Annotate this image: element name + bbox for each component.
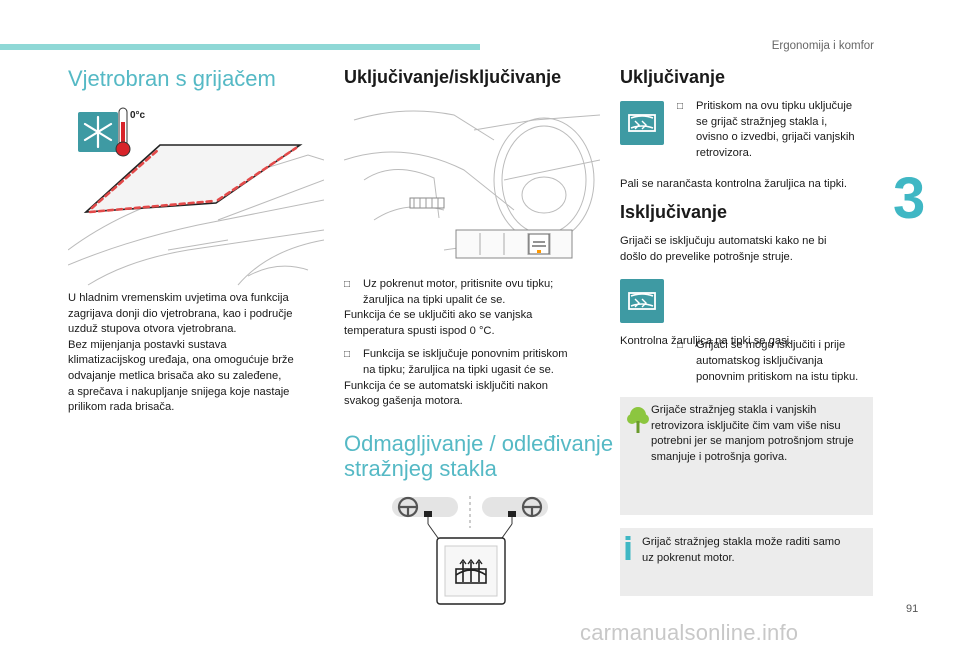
bullet-square-icon: □ (677, 101, 684, 112)
switch-off-text: Grijači se isključuju automatski kako ne… (620, 235, 827, 263)
eco-tree-icon (627, 407, 649, 433)
header-accent-bar (0, 44, 480, 50)
bullet-square-icon: □ (677, 340, 684, 352)
dashboard-illustration (344, 100, 600, 270)
watermark: carmanualsonline.info (580, 620, 799, 645)
steering-wheel-right-icon (482, 496, 548, 524)
steering-wheel-left-icon (392, 496, 458, 524)
page-number: 91 (906, 603, 919, 615)
switch-on-title: Uključivanje (620, 67, 726, 87)
info-icon (625, 536, 631, 560)
snowflake-icon (78, 112, 118, 152)
heated-windscreen-description: U hladnim vremenskim uvjetima ova funkci… (68, 292, 294, 414)
switch-off-title: Isključivanje (620, 202, 728, 222)
on-off-text: □ Uz pokrenut motor, pritisnite ovu tipk… (344, 277, 606, 410)
section-title: Ergonomija i komfor (771, 40, 874, 52)
bullet-turn-on: □ Uz pokrenut motor, pritisnite ovu tipk… (344, 278, 554, 306)
heated-windscreen-title: Vjetrobran s grijačem (68, 66, 276, 91)
bullet-switch-off: □ Grijači se mogu isključiti i prije aut… (677, 339, 859, 383)
chapter-number: 3 (893, 166, 926, 231)
bullet-square-icon: □ (344, 279, 351, 290)
rear-defrost-icon (620, 101, 664, 145)
bullet-turn-off: □ Funkcija se isključuje ponovnim pritis… (344, 348, 568, 376)
heated-windscreen-illustration: 0°c (68, 100, 324, 286)
switch-on-note: Pali se narančasta kontrolna žaruljica n… (620, 178, 847, 190)
rear-defrost-icon-2 (620, 279, 664, 323)
switch-off-note: Kontrolna žaruljica na tipki se gasi. (620, 335, 793, 347)
eco-note-box: Grijače stražnjeg stakla i vanjskih retr… (620, 397, 873, 515)
rear-screen-button-illustration (392, 496, 548, 605)
bullet-switch-on: □ Pritiskom na ovu tipku uključuje se gr… (677, 100, 855, 159)
temperature-label: 0°c (130, 110, 146, 121)
info-note-box: Grijač stražnjeg stakla može raditi samo… (620, 528, 873, 596)
thermometer-icon (115, 107, 131, 157)
bullet-square-icon: □ (344, 349, 351, 361)
rear-screen-demist-title: Odmagljivanje / odleđivanje stražnjeg st… (344, 431, 614, 481)
rear-screen-defrost-button-icon (436, 537, 506, 605)
on-off-title: Uključivanje/isključivanje (344, 67, 562, 87)
